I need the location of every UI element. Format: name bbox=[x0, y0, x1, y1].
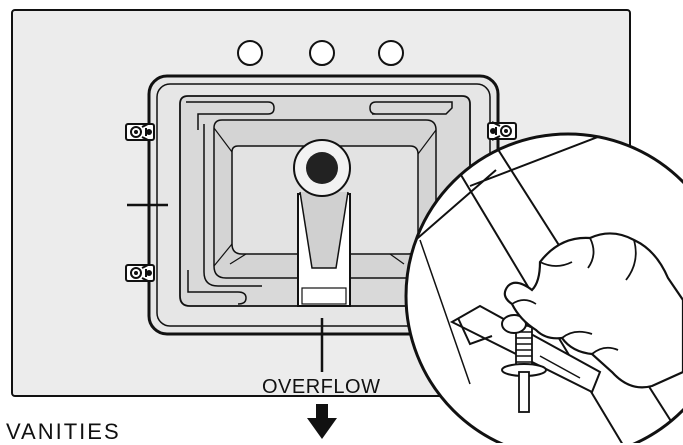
drain-hole bbox=[306, 152, 338, 184]
faucet-hole-left bbox=[237, 40, 263, 66]
mounting-clip-bottom-left bbox=[125, 263, 155, 283]
detail-circle bbox=[404, 132, 683, 443]
mounting-clip-top-right bbox=[487, 121, 517, 141]
hand-icon bbox=[503, 232, 683, 389]
vanities-heading: VANITIES bbox=[6, 419, 121, 444]
overflow-label: OVERFLOW bbox=[262, 376, 381, 398]
faucet-holes bbox=[237, 40, 404, 66]
faucet-hole-right bbox=[378, 40, 404, 66]
mounting-clip-top-left bbox=[125, 122, 155, 142]
basin-ledge-top bbox=[186, 101, 275, 130]
faucet-hole-center bbox=[309, 40, 335, 66]
arrow-down-icon bbox=[307, 404, 337, 439]
